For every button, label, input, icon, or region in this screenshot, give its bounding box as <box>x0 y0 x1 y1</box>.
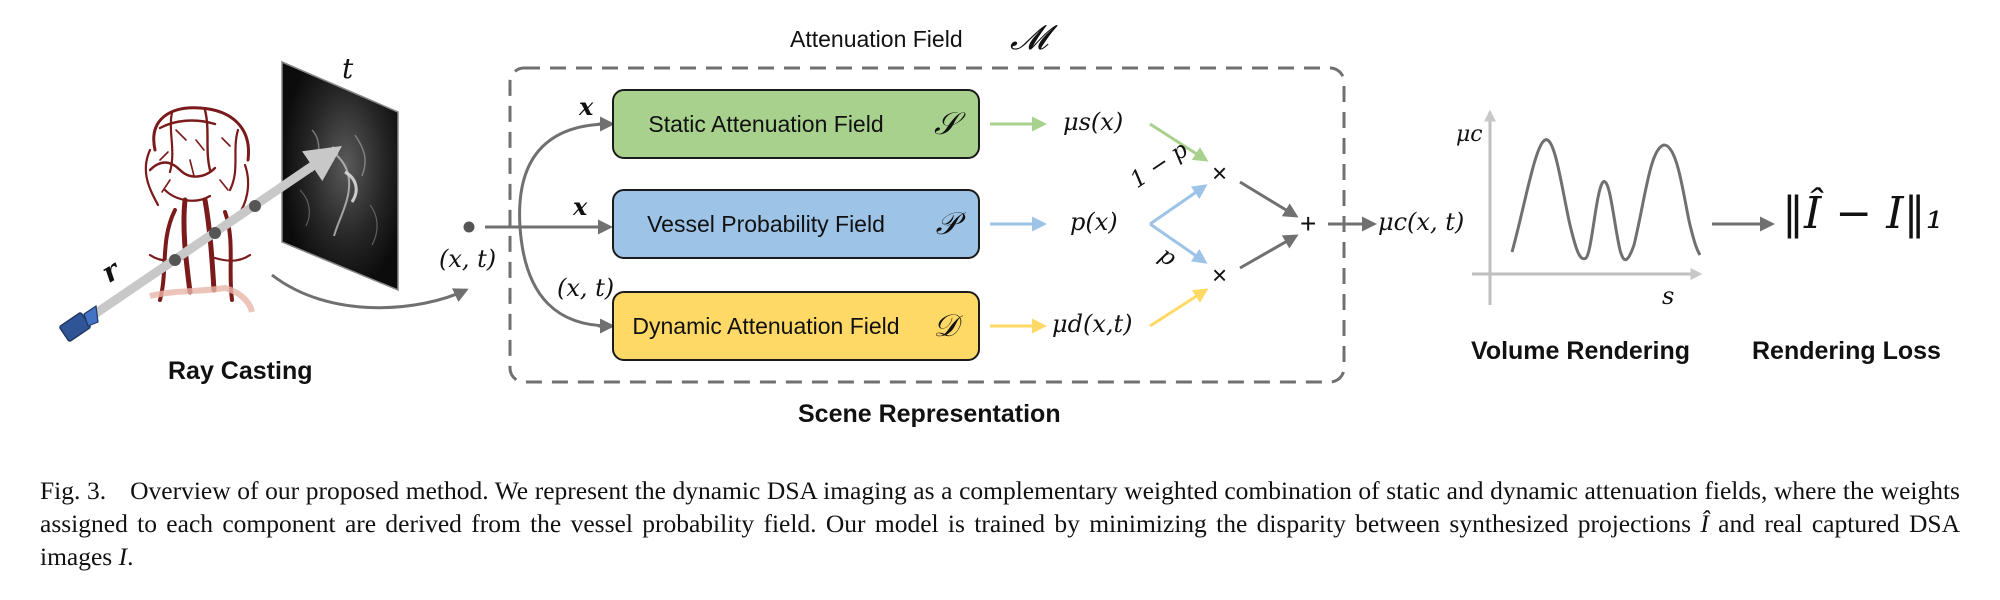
plot-x-axis-label: s <box>1662 282 1675 310</box>
caption-symbol-synthesized: Î <box>1700 509 1709 538</box>
multiply-node-bottom: × <box>1212 260 1228 290</box>
input-x-label-middle: x <box>573 192 588 221</box>
sample-to-point-arrow <box>271 273 469 310</box>
figure-caption: Fig. 3.Overview of our proposed method. … <box>40 474 1960 573</box>
plot-y-axis-label: μc <box>1456 122 1483 147</box>
ray-sample-point <box>169 254 181 266</box>
input-point-label: (x, t) <box>439 245 497 273</box>
ray-casting-label: Ray Casting <box>168 357 313 385</box>
head-vessel-model <box>144 106 252 302</box>
input-x-label-top: x <box>579 92 594 121</box>
multiply-top-to-sum-arrow <box>1239 180 1299 218</box>
sum-node: + <box>1300 208 1317 239</box>
input-point <box>463 221 475 233</box>
static-to-multiply-arrow <box>1149 122 1209 162</box>
weight-p-arrow <box>1149 222 1208 264</box>
combined-output-label: μc(x, t) <box>1378 208 1465 236</box>
caption-text-part1: Overview of our proposed method. We repr… <box>40 476 1960 538</box>
ray-sample-point <box>249 200 261 212</box>
dynamic-attenuation-field-label: Dynamic Attenuation Field <box>632 312 900 339</box>
multiply-bottom-to-sum-arrow <box>1239 234 1299 270</box>
scene-representation-label: Scene Representation <box>798 400 1061 428</box>
vessel-probability-field-box: Vessel Probability Field 𝒫 <box>612 189 980 259</box>
attenuation-field-title: Attenuation Field <box>790 26 963 52</box>
vessel-probability-field-label: Vessel Probability Field <box>647 210 885 237</box>
input-branch-curve <box>518 122 611 328</box>
attenuation-field-symbol: 𝓜 <box>1010 18 1049 58</box>
loss-formula: ‖Î − I‖₁ <box>1782 188 1944 239</box>
ray-sample-point <box>209 227 221 239</box>
input-xt-label-bottom: (x, t) <box>557 274 615 302</box>
caption-text-part3: . <box>127 542 134 571</box>
figure-number: Fig. 3. <box>40 476 107 505</box>
multiply-node-top: × <box>1212 158 1228 188</box>
vessel-output-label: p(x) <box>1070 208 1118 236</box>
dynamic-attenuation-field-box: Dynamic Attenuation Field 𝒟 <box>612 291 980 361</box>
caption-text-part2: and real captured DSA images <box>40 509 1960 571</box>
rendering-loss-label: Rendering Loss <box>1752 337 1941 365</box>
vessel-field-symbol: 𝒫 <box>935 205 958 242</box>
dynamic-field-symbol: 𝒟 <box>933 307 958 344</box>
dynamic-output-label: μd(x,t) <box>1052 310 1133 338</box>
static-field-symbol: 𝒮 <box>934 105 958 142</box>
time-label: t <box>342 52 354 85</box>
weight-one-minus-p-arrow <box>1149 184 1208 226</box>
dynamic-to-multiply-arrow <box>1149 288 1209 328</box>
camera-icon <box>59 304 99 342</box>
rendering-curve <box>1510 138 1702 261</box>
volume-rendering-label: Volume Rendering <box>1471 337 1691 365</box>
static-attenuation-field-label: Static Attenuation Field <box>648 110 884 137</box>
static-output-label: μs(x) <box>1063 108 1124 136</box>
static-attenuation-field-box: Static Attenuation Field 𝒮 <box>612 89 980 159</box>
caption-symbol-real: I <box>118 542 128 571</box>
